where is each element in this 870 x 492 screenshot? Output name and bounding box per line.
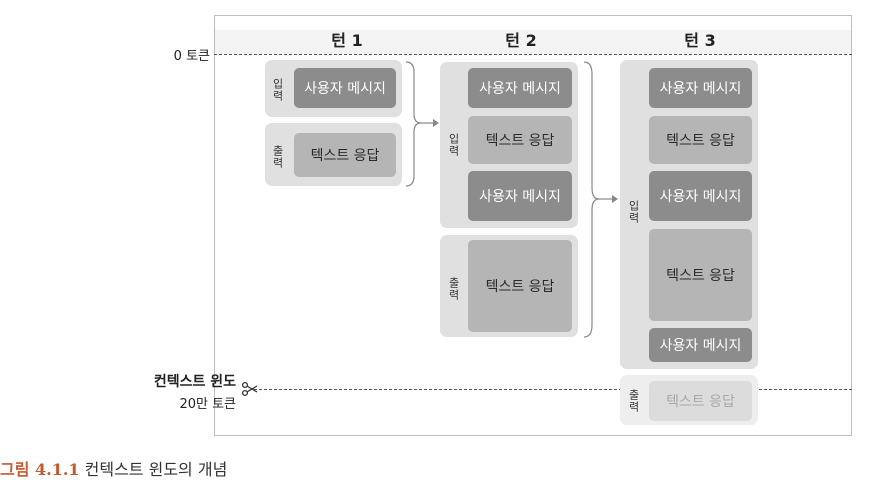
turn-3-text-response-cut: 텍스트 응답 xyxy=(649,381,752,421)
zero-token-label: 0 토큰 xyxy=(173,49,210,64)
turn-3-input-label: 입력 xyxy=(627,200,640,224)
context-window-size-label: 20만 토큰 xyxy=(179,397,236,412)
zero-token-line xyxy=(214,54,852,55)
turn-1-text-response: 텍스트 응답 xyxy=(294,133,396,177)
turn-2-user-message-2: 사용자 메시지 xyxy=(468,171,572,221)
turn-2-output-label: 출력 xyxy=(447,277,460,301)
turn-3-label: 턴 3 xyxy=(684,31,716,50)
turn-2-arrow-head xyxy=(612,195,618,203)
turn-1-brace xyxy=(405,61,422,187)
context-window-label: 컨텍스트 윈도 xyxy=(153,374,236,390)
turn-1-input-label: 입력 xyxy=(271,78,284,102)
turn-1-output-label: 출력 xyxy=(271,145,284,169)
turn-2-label: 턴 2 xyxy=(505,31,537,50)
turn-3-user-message-1: 사용자 메시지 xyxy=(649,68,752,108)
figure-title: 컨텍스트 윈도의 개념 xyxy=(79,460,228,479)
turn-1-arrow-head xyxy=(433,119,439,127)
turn-2-text-response-2: 텍스트 응답 xyxy=(468,240,572,332)
turn-1-label: 턴 1 xyxy=(331,31,363,50)
turn-2-input-label: 입력 xyxy=(447,133,460,157)
turn-3-user-message-3: 사용자 메시지 xyxy=(649,328,752,362)
turn-3-user-message-2: 사용자 메시지 xyxy=(649,171,752,221)
turn-2-brace xyxy=(583,61,600,338)
context-window-limit-line xyxy=(254,389,852,390)
turn-1-user-message: 사용자 메시지 xyxy=(294,68,396,108)
turn-3-output-label: 출력 xyxy=(627,389,640,413)
figure-number: 그림 4.1.1 xyxy=(0,460,80,479)
turn-3-text-response-2: 텍스트 응답 xyxy=(649,229,752,321)
turn-3-text-response-1: 텍스트 응답 xyxy=(649,116,752,164)
turn-header-band xyxy=(215,30,851,54)
turn-2-user-message-1: 사용자 메시지 xyxy=(468,68,572,108)
turn-2-text-response-1: 텍스트 응답 xyxy=(468,116,572,164)
figure-caption: 그림 4.1.1 컨텍스트 윈도의 개념 xyxy=(0,456,227,480)
